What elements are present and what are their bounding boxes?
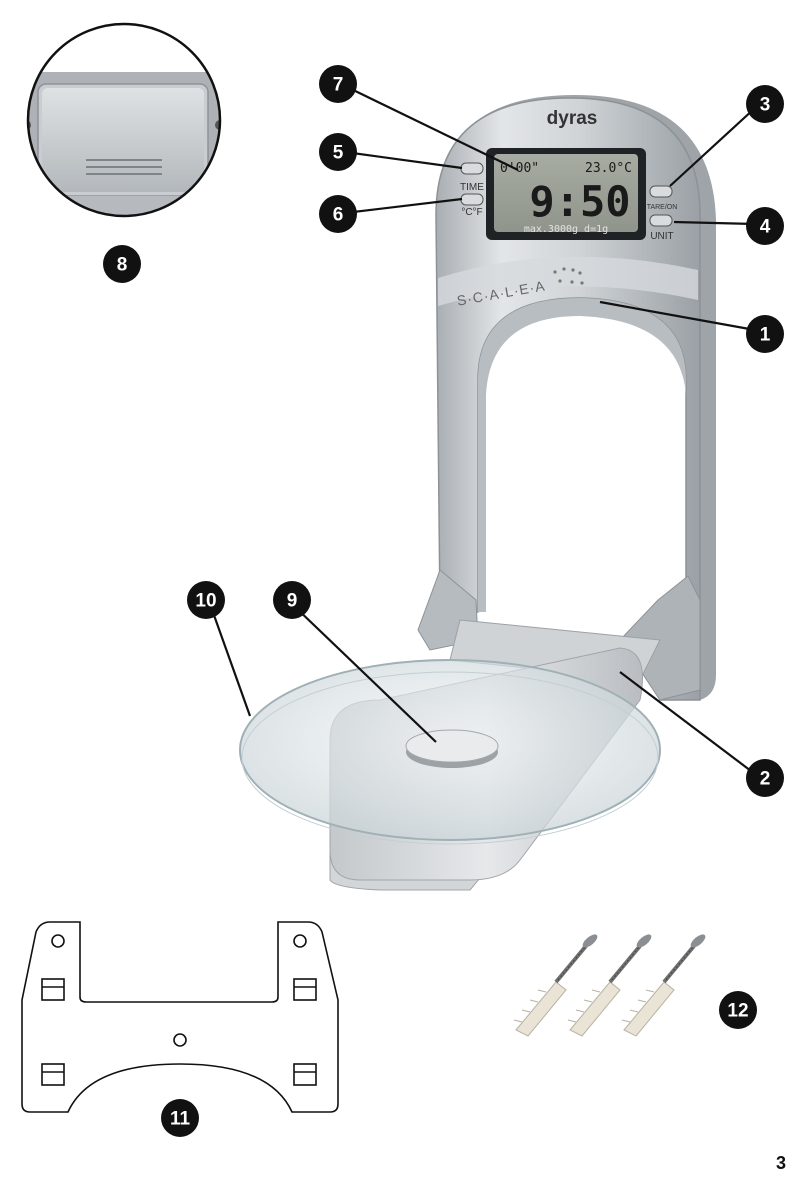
svg-text:6: 6 — [333, 205, 344, 226]
lcd-info: max.3000g d=1g — [524, 224, 608, 235]
callout-6: 6 — [319, 195, 357, 233]
temp-unit-button-label: °C°F — [461, 207, 482, 218]
plate-support — [405, 729, 499, 768]
callout-1: 1 — [746, 315, 784, 353]
lcd-timer: 0'00" — [500, 161, 539, 176]
callout-3: 3 — [746, 85, 784, 123]
lcd-screen — [494, 154, 638, 232]
svg-text:7: 7 — [333, 75, 344, 96]
svg-text:5: 5 — [333, 143, 344, 164]
svg-text:12: 12 — [727, 1001, 748, 1022]
svg-text:10: 10 — [195, 591, 216, 612]
callout-2: 2 — [746, 759, 784, 797]
svg-text:2: 2 — [760, 769, 771, 790]
svg-text:1: 1 — [760, 325, 771, 346]
time-button-label: TIME — [460, 182, 484, 193]
svg-text:9: 9 — [287, 591, 298, 612]
lcd-temperature: 23.0°C — [585, 161, 632, 176]
callout-8: 8 — [103, 245, 141, 283]
callout-12: 12 — [719, 991, 757, 1029]
unit-button[interactable] — [649, 214, 673, 227]
speaker-grille — [553, 267, 584, 285]
battery-cover-detail — [26, 22, 222, 218]
tare-on-button-label: TARE/ON — [647, 204, 678, 211]
lcd-main-reading: 9:50 — [529, 177, 630, 226]
callout-4: 4 — [746, 207, 784, 245]
screws-and-wall-plugs — [513, 934, 706, 1037]
svg-text:4: 4 — [760, 217, 771, 238]
svg-text:11: 11 — [170, 1109, 191, 1130]
wall-mounting-bracket — [21, 921, 339, 1113]
brand-logo: dyras — [547, 108, 598, 129]
callout-11: 11 — [161, 1099, 199, 1137]
callout-10: 10 — [187, 581, 225, 619]
tare-on-button[interactable] — [649, 185, 673, 198]
unit-button-label: UNIT — [650, 231, 673, 242]
leader-lines — [208, 85, 756, 775]
svg-text:3: 3 — [760, 95, 771, 116]
page-number: 3 — [775, 1153, 786, 1173]
callout-5: 5 — [319, 133, 357, 171]
callout-9: 9 — [273, 581, 311, 619]
svg-text:8: 8 — [117, 255, 128, 276]
callout-7: 7 — [319, 65, 357, 103]
time-button[interactable] — [460, 162, 484, 175]
temp-unit-button[interactable] — [460, 193, 484, 206]
